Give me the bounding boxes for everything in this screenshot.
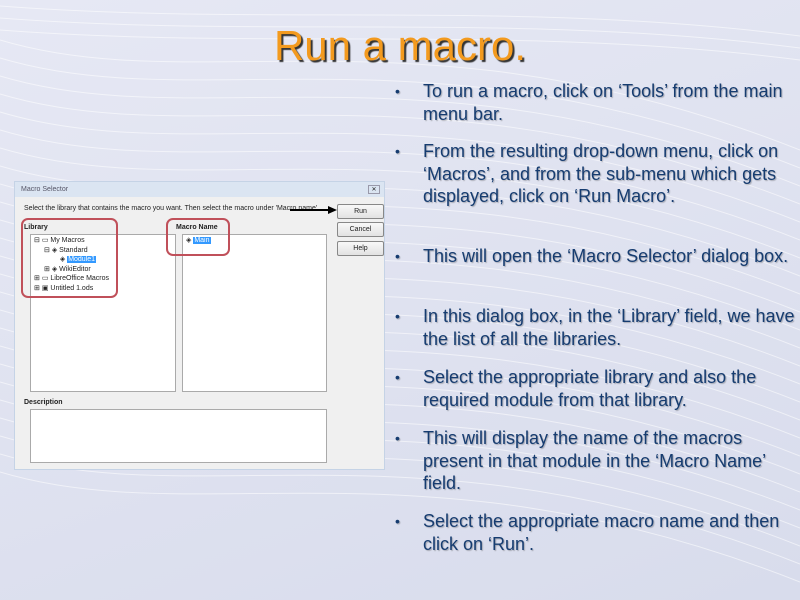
tree-item-label: Untitled 1.ods — [50, 284, 94, 292]
wave-line — [0, 111, 800, 223]
wave-line — [0, 5, 800, 37]
arrow-icon — [290, 206, 337, 214]
tree-item-label: My Macros — [50, 237, 85, 244]
library-icon: ▣ — [41, 284, 49, 292]
tree-item[interactable]: ⊟ ◈ Standard — [34, 246, 109, 256]
bullet-icon: • — [395, 143, 400, 159]
slide-title: Run a macro. — [273, 22, 527, 69]
bullet-item: • Select the appropriate macro name and t… — [395, 510, 795, 555]
bullet-item: • From the resulting drop-down menu, clic… — [395, 140, 795, 208]
expander-icon[interactable]: ⊞ — [44, 265, 50, 273]
bullet-item: • To run a macro, click on ‘Tools’ from t… — [395, 80, 795, 125]
bullet-text: From the resulting drop-down menu, click… — [423, 141, 779, 206]
close-button[interactable]: ✕ — [368, 185, 380, 194]
macro-item[interactable]: Main — [193, 237, 211, 244]
wave-line — [0, 17, 800, 49]
wave-line — [0, 93, 800, 205]
expander-icon[interactable]: ⊞ — [34, 284, 40, 292]
bullet-item: • This will display the name of the macro… — [395, 427, 795, 495]
tree-item-label: Module1 — [67, 256, 97, 263]
library-highlight — [21, 218, 118, 298]
library-label: Library — [24, 224, 48, 231]
tree-item[interactable]: ⊞ ◈ WikiEditor — [34, 265, 109, 275]
macro-name-label: Macro Name — [176, 224, 218, 231]
macro-name-highlight — [166, 218, 230, 256]
bullet-icon: • — [395, 430, 400, 446]
wave-line — [0, 453, 800, 565]
bullet-item: • This will open the ‘Macro Selector’ dia… — [395, 245, 795, 268]
wave-line — [0, 75, 800, 187]
tree-item-label: WikiEditor — [59, 265, 91, 273]
library-icon: ◈ — [51, 265, 58, 273]
bullet-icon: • — [395, 83, 400, 99]
dialog-title: Macro Selector — [15, 182, 384, 197]
tree-item[interactable]: ◈ Module1 — [34, 255, 109, 265]
library-icon: ◈ — [51, 246, 58, 254]
tree-item-label: Standard — [59, 246, 88, 254]
bullet-text: To run a macro, click on ‘Tools’ from th… — [423, 81, 783, 124]
wave-line — [0, 39, 800, 151]
description-box — [30, 409, 327, 463]
macro-selector-dialog: Macro Selector ✕ Select the library that… — [14, 181, 385, 470]
library-icon: ◈ — [59, 256, 66, 263]
bullet-icon: • — [395, 513, 400, 529]
expander-icon[interactable]: ⊞ — [34, 275, 40, 282]
wave-line — [0, 29, 800, 61]
bullet-text: Select the appropriate library and also … — [423, 367, 757, 410]
bullet-text: This will open the ‘Macro Selector’ dial… — [423, 246, 789, 266]
bullet-icon: • — [395, 369, 400, 385]
bullet-item: • In this dialog box, in the ‘Library’ fi… — [395, 305, 795, 350]
tree-item[interactable]: ⊟ ▭ My Macros — [34, 236, 109, 246]
wave-line — [0, 471, 800, 583]
macro-icon: ◈ — [186, 237, 194, 244]
wave-line — [0, 57, 800, 169]
bullet-icon: • — [395, 248, 400, 264]
bullet-text: In this dialog box, in the ‘Library’ fie… — [423, 306, 795, 349]
tree-item[interactable]: ⊞ ▭ LibreOffice Macros — [34, 274, 109, 284]
wave-line — [0, 147, 800, 259]
bullet-icon: • — [395, 308, 400, 324]
bullet-text: Select the appropriate macro name and th… — [423, 511, 780, 554]
description-label: Description — [24, 399, 63, 406]
bullet-text: This will display the name of the macros… — [423, 428, 766, 493]
expander-icon[interactable]: ⊟ — [44, 246, 50, 254]
tree-item[interactable]: ⊞ ▣ Untitled 1.ods — [34, 284, 109, 294]
bullet-item: • Select the appropriate library and also… — [395, 366, 795, 411]
macro-list[interactable]: ◈ Main — [182, 234, 327, 392]
expander-icon[interactable]: ⊟ — [34, 237, 40, 244]
help-button[interactable]: Help — [337, 241, 384, 256]
library-tree[interactable]: ⊟ ▭ My Macros⊟ ◈ Standard ◈ Module1⊞ ◈ W… — [30, 234, 176, 392]
run-button[interactable]: Run — [337, 204, 384, 219]
instruction-text: Select the library that contains the mac… — [24, 205, 320, 212]
wave-line — [0, 129, 800, 241]
cancel-button[interactable]: Cancel — [337, 222, 384, 237]
library-icon: ▭ — [41, 275, 49, 282]
tree-item-label: LibreOffice Macros — [50, 275, 110, 282]
library-icon: ▭ — [41, 237, 49, 244]
